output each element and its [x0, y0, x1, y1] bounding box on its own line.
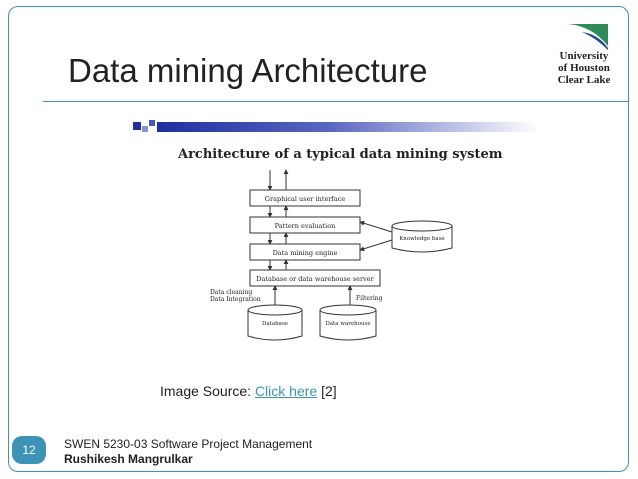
database-cylinder	[247, 310, 303, 341]
box-server	[249, 269, 381, 287]
footer: SWEN 5230-03 Software Project Management…	[64, 437, 312, 467]
warehouse-top	[319, 304, 377, 316]
logo-line-1: University	[559, 50, 609, 62]
caption-suffix: [2]	[317, 383, 337, 399]
knowledge-base-label: Knowledge base	[399, 236, 445, 242]
footer-course: SWEN 5230-03 Software Project Management	[64, 437, 313, 451]
warehouse-cylinder	[319, 310, 377, 341]
database-top	[247, 304, 303, 316]
database-label: Database	[262, 321, 288, 327]
box-gui	[249, 189, 361, 207]
slide-title: Data mining Architecture	[68, 52, 428, 89]
logo-wave-green-icon	[568, 24, 608, 46]
arrow-kb-engine	[359, 239, 393, 252]
logo-line-2: of Houston	[558, 62, 610, 74]
box-engine	[249, 243, 361, 261]
knowledge-base-cylinder	[391, 226, 453, 253]
box-server-label: Database or data warehouse server	[256, 275, 374, 283]
box-pattern-label: Pattern evaluation	[275, 222, 336, 230]
slide-number-badge: 12	[12, 436, 46, 464]
title-divider	[43, 101, 629, 102]
university-logo	[568, 24, 608, 50]
footer-author: Rushikesh Mangrulkar	[64, 452, 193, 466]
image-source-caption: Image Source: Click here [2]	[160, 383, 337, 399]
banner-square-3	[149, 120, 155, 126]
click-here-link[interactable]: Click here	[254, 383, 318, 399]
banner-bar	[157, 122, 539, 132]
knowledge-base-top	[391, 220, 453, 232]
logo-line-3: Clear Lake	[557, 74, 611, 86]
label-data-integration: Data Integration	[210, 296, 261, 303]
university-logo-text: University of Houston Clear Lake	[548, 50, 620, 86]
diagram-heading: Architecture of a typical data mining sy…	[177, 147, 503, 162]
box-gui-label: Graphical user interface	[265, 195, 346, 203]
warehouse-label: Data warehouse	[325, 321, 370, 327]
slide-frame	[8, 6, 629, 472]
banner-square-2	[142, 126, 148, 132]
arrow-kb-pattern	[359, 220, 393, 233]
decorative-banner	[133, 120, 539, 132]
box-engine-label: Data mining engine	[273, 249, 338, 257]
label-filtering: Filtering	[356, 295, 383, 302]
label-data-cleaning: Data cleaning	[210, 289, 252, 296]
banner-square-1	[133, 122, 141, 130]
caption-prefix: Image Source:	[160, 383, 255, 399]
architecture-diagram: Architecture of a typical data mining sy…	[177, 147, 503, 341]
